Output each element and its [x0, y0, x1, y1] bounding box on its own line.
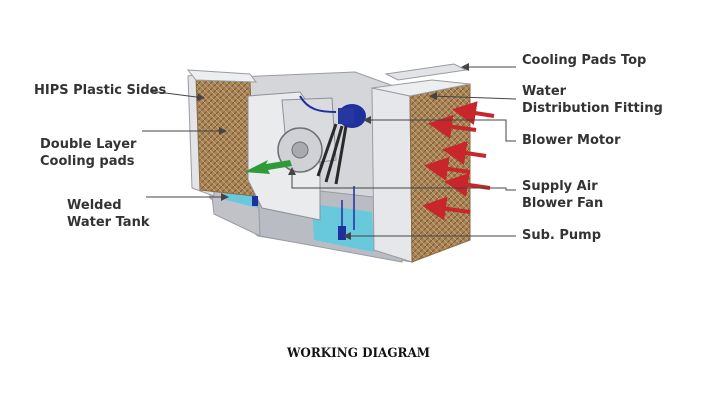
- label-double-layer-pads: Double Layer Cooling pads: [40, 136, 136, 170]
- label-double-layer-line2: Cooling pads: [40, 154, 135, 169]
- sub-pump: [338, 226, 346, 240]
- diagram-caption: WORKING DIAGRAM: [286, 346, 431, 361]
- label-water-line1: Water: [522, 84, 567, 99]
- leader-lines: [142, 63, 517, 240]
- blower-motor: [299, 95, 366, 185]
- left-side-panel: [186, 69, 258, 197]
- outflow-arrow: [244, 160, 292, 174]
- label-supply-air-blower-fan: Supply Air Blower Fan: [522, 178, 603, 212]
- label-sub-pump: Sub. Pump: [522, 227, 601, 244]
- label-water-distribution: Water Distribution Fitting: [522, 83, 663, 117]
- intake-airflow-arrows: [422, 101, 495, 221]
- label-cooling-pads-top-text: Cooling Pads Top: [522, 53, 647, 68]
- label-hips-plastic-sides-text: HIPS Plastic Sides: [34, 83, 167, 98]
- label-blower-motor: Blower Motor: [522, 132, 620, 149]
- label-double-layer-line1: Double Layer: [40, 137, 137, 152]
- label-welded-water-tank: Welded Water Tank: [67, 197, 149, 231]
- label-water-line2: Distribution Fitting: [522, 101, 663, 116]
- label-sub-pump-text: Sub. Pump: [522, 228, 602, 243]
- label-welded-line1: Welded: [67, 198, 122, 213]
- label-supply-air-line2: Blower Fan: [522, 196, 604, 211]
- left-pump: [252, 196, 258, 206]
- label-hips-plastic-sides: HIPS Plastic Sides: [34, 82, 166, 99]
- label-blower-motor-text: Blower Motor: [522, 133, 621, 148]
- cooling-pads-top-lid: [384, 63, 468, 81]
- label-cooling-pads-top: Cooling Pads Top: [522, 52, 646, 69]
- label-supply-air-line1: Supply Air: [522, 179, 598, 194]
- label-welded-line2: Water Tank: [67, 215, 150, 230]
